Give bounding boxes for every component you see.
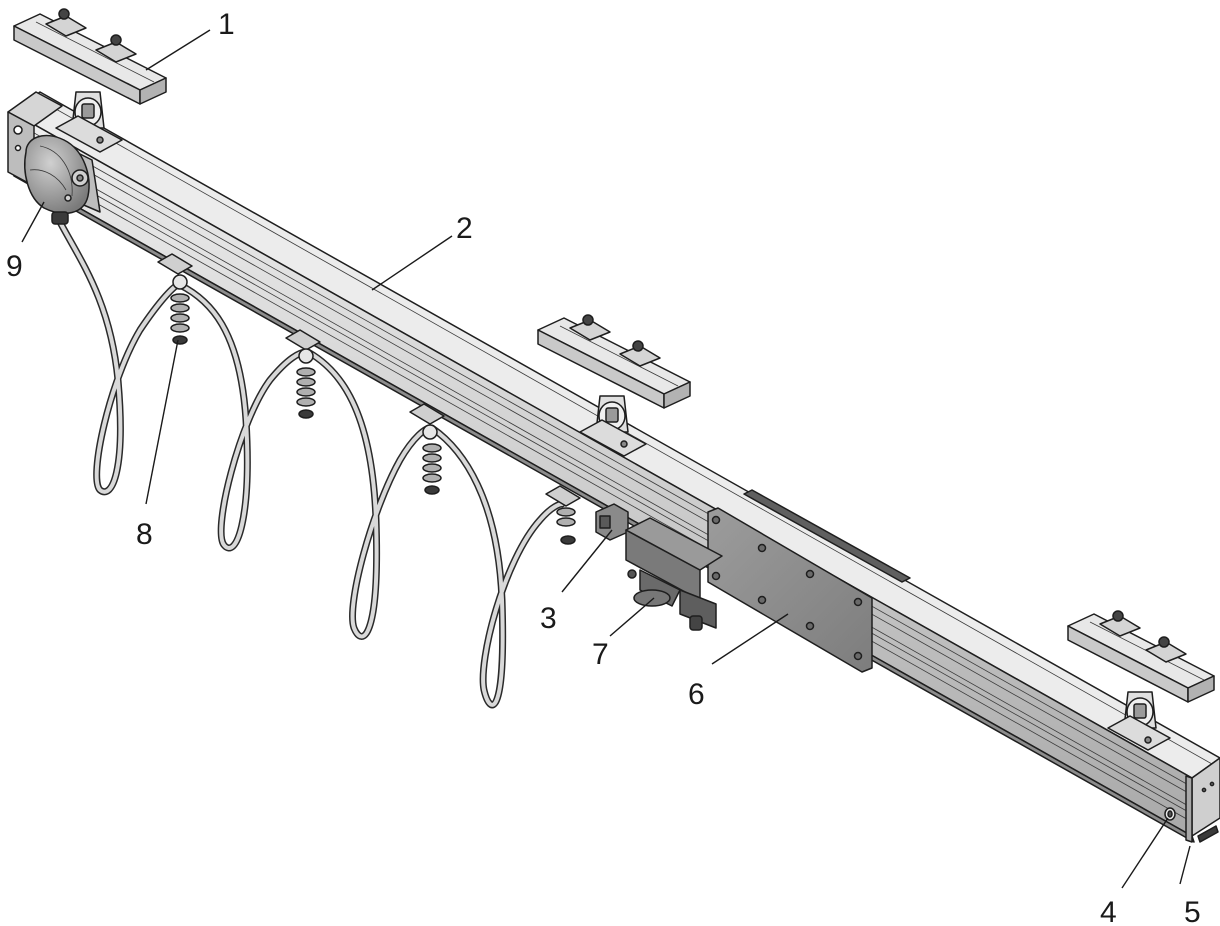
callout-6: 6 [688, 678, 705, 711]
ceiling-bracket-3 [1067, 610, 1215, 751]
callout-2: 2 [456, 212, 473, 245]
callout-7: 7 [592, 638, 609, 671]
leader-5 [1179, 845, 1191, 885]
hose-festoon [56, 218, 566, 709]
callout-1: 1 [218, 8, 235, 41]
right-end-cap [1185, 757, 1220, 843]
carriage-trolley [595, 503, 629, 541]
leader-7 [609, 597, 655, 637]
callout-9: 9 [6, 250, 23, 283]
leader-lines [21, 29, 1191, 889]
leader-6 [711, 613, 789, 665]
hose-trolley-3 [409, 403, 445, 495]
callout-4: 4 [1100, 896, 1117, 926]
spring-stack-2 [296, 367, 316, 419]
hose-trolley-2 [285, 329, 321, 419]
ceiling-bracket-2 [537, 314, 691, 457]
spring-stack-4 [556, 507, 576, 545]
ceiling-bracket-1 [13, 8, 167, 153]
hose-trolley-1 [157, 253, 193, 345]
leader-8 [145, 339, 179, 505]
leader-4 [1121, 817, 1169, 889]
leader-9 [21, 201, 45, 243]
pneumatic-drive-unit [625, 517, 723, 631]
callout-8: 8 [136, 518, 153, 551]
spring-stack-3 [422, 443, 442, 495]
leader-2 [371, 235, 453, 291]
plate-bolts [711, 515, 863, 661]
leader-3 [561, 529, 613, 593]
hose-reel [24, 134, 101, 225]
spring-stack-1 [170, 293, 190, 345]
end-cap-screw [1164, 807, 1176, 821]
callout-3: 3 [540, 602, 557, 635]
hose-trolley-4 [545, 485, 581, 545]
callout-5: 5 [1184, 896, 1201, 926]
leader-1 [145, 29, 211, 71]
rail-profile [11, 91, 1220, 843]
joint-connector-plate [707, 489, 911, 673]
callout-labels: 1 2 3 4 5 6 7 8 9 [6, 8, 1201, 926]
